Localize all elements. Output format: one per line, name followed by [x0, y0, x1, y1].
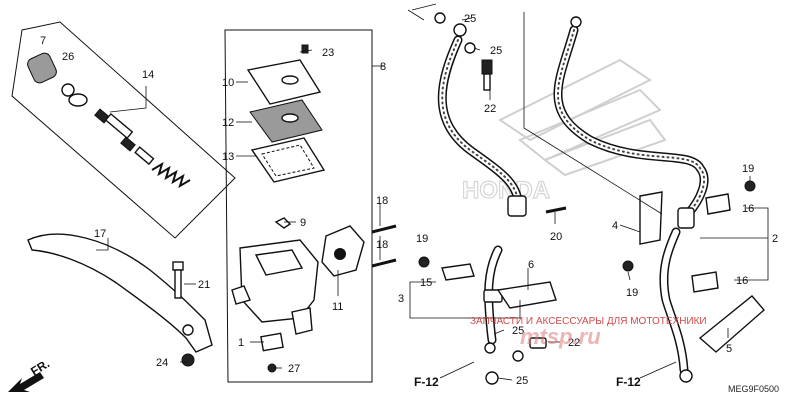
- holder-bolts: [371, 224, 397, 268]
- fr-label: FR.: [28, 356, 52, 378]
- callout-9: 9: [300, 217, 306, 229]
- diagram-code: MEG9F0500: [728, 384, 779, 394]
- callout-18b: 18: [376, 239, 388, 251]
- clamp-bolt-left: [418, 256, 430, 268]
- callout-25a: 25: [464, 13, 476, 25]
- hose-stay-5: [698, 295, 765, 353]
- callout-19b: 19: [742, 163, 754, 175]
- callout-14: 14: [142, 69, 154, 81]
- callout-10: 10: [222, 77, 234, 89]
- diaphragm-plate: [249, 99, 323, 143]
- callout-22a: 22: [484, 103, 496, 115]
- hose-stay-4: [639, 191, 663, 245]
- callout-13: 13: [222, 151, 234, 163]
- brake-lever: [27, 233, 213, 353]
- clip: [274, 217, 292, 229]
- leader-lines: [96, 17, 769, 381]
- callout-16b: 16: [736, 275, 748, 287]
- ref-f12-left: F-12: [414, 375, 439, 389]
- callout-25d: 25: [516, 375, 528, 387]
- hose-clamps-16: [691, 193, 731, 293]
- watermark-site: mtsp.ru: [520, 324, 601, 349]
- callout-5: 5: [726, 343, 732, 355]
- callout-1: 1: [238, 337, 244, 349]
- hose-clamp: [441, 263, 475, 281]
- master-cylinder-piston-kit-group: [11, 21, 236, 239]
- callout-22b: 22: [568, 337, 580, 349]
- master-cylinder-body: [231, 239, 319, 335]
- cap-screw: [301, 44, 309, 54]
- brake-hose-front: [434, 12, 527, 385]
- callout-18a: 18: [376, 195, 388, 207]
- hose-stay: [496, 281, 557, 309]
- pivot-bolt: [172, 261, 184, 299]
- stop-switch: [260, 332, 284, 352]
- reservoir-cap: [246, 59, 322, 105]
- switch-screw: [267, 363, 277, 373]
- stay-bolt: [545, 206, 567, 214]
- master-cylinder-frame: [224, 29, 373, 383]
- clamp-bolts-right: [622, 180, 756, 272]
- callout-25b: 25: [490, 45, 502, 57]
- callout-21: 21: [198, 279, 210, 291]
- handlebar-holder: [321, 225, 365, 277]
- callout-17: 17: [94, 228, 106, 240]
- callout-24: 24: [156, 357, 168, 369]
- callout-7: 7: [40, 35, 46, 47]
- callout-12: 12: [222, 117, 234, 129]
- watermark-text: ЗАПЧАСТИ И АКСЕССУАРЫ ДЛЯ МОТОТЕХНИКИ: [470, 316, 707, 327]
- ref-f12-right: F-12: [616, 375, 641, 389]
- oil-bolt-upper: [464, 42, 493, 91]
- callout-4: 4: [612, 220, 618, 232]
- front-direction-arrow: FR.: [8, 356, 52, 392]
- callout-26: 26: [62, 51, 74, 63]
- callout-23: 23: [322, 47, 334, 59]
- callout-27: 27: [288, 363, 300, 375]
- callout-11: 11: [332, 301, 343, 313]
- callout-25c: 25: [512, 325, 524, 337]
- callout-2: 2: [772, 233, 778, 245]
- callout-3: 3: [398, 293, 404, 305]
- diaphragm: [250, 137, 326, 183]
- callout-16a: 16: [742, 203, 754, 215]
- callout-6: 6: [528, 259, 534, 271]
- oil-bolt-lower: [512, 337, 547, 362]
- callout-20: 20: [550, 231, 562, 243]
- callout-19a: 19: [416, 233, 428, 245]
- callout-19c: 19: [626, 287, 638, 299]
- callout-8: 8: [380, 61, 386, 73]
- pivot-nut: [181, 353, 195, 367]
- callout-labels: 7 26 14 10 12 13 23 8 9 17 21 24 1 27 11…: [40, 13, 778, 387]
- brake-hose-rear: [553, 16, 709, 383]
- callout-15: 15: [420, 277, 432, 289]
